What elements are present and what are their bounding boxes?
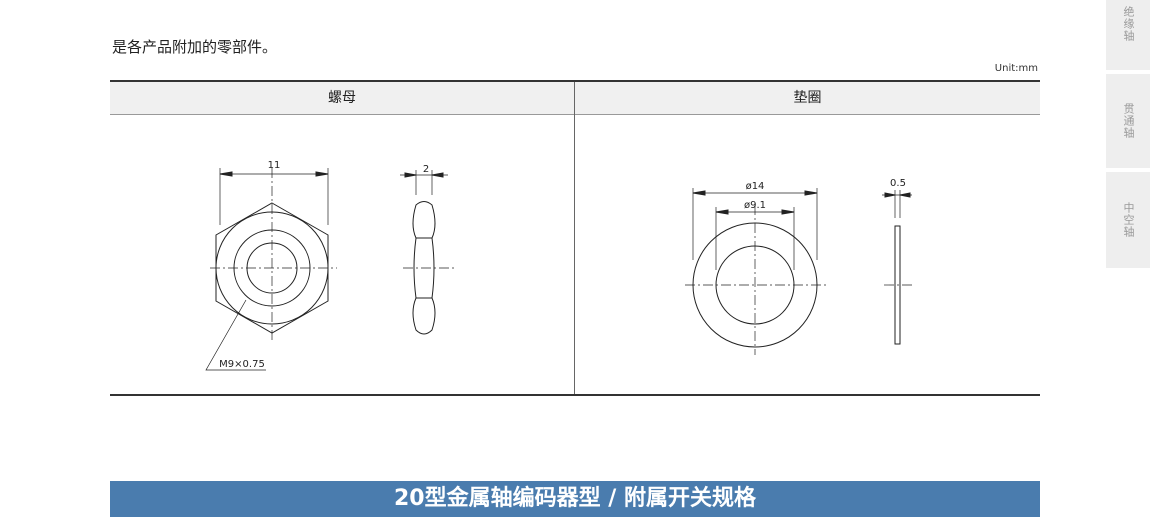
- nut-width-dim: 11: [268, 160, 281, 171]
- washer-inner-dim: ø9.1: [744, 200, 766, 211]
- washer-thickness-dim: 0.5: [890, 178, 906, 189]
- column-header-washer: 垫圈: [575, 82, 1040, 115]
- side-tab-hollow-shaft[interactable]: 中空轴: [1106, 172, 1150, 268]
- side-tab-label: 贯通轴: [1122, 103, 1135, 139]
- unit-label: Unit:mm: [994, 63, 1038, 74]
- side-tab-label: 中空轴: [1122, 202, 1135, 238]
- column-divider: [574, 82, 575, 394]
- nut-front-view: [205, 168, 337, 371]
- washer-outer-dim: ø14: [746, 181, 765, 192]
- washer-front-view: [685, 188, 826, 355]
- side-tab-insulated-shaft[interactable]: 绝缘轴: [1106, 0, 1150, 70]
- accessory-table: 螺母 垫圈: [110, 80, 1040, 396]
- intro-text: 是各产品附加的零部件。: [112, 38, 278, 56]
- nut-thickness-dim: 2: [423, 164, 429, 175]
- section-banner: 20型金属轴编码器型 / 附属开关规格: [110, 481, 1040, 517]
- column-header-nut: 螺母: [110, 82, 574, 115]
- side-tab-label: 绝缘轴: [1122, 6, 1135, 42]
- side-tab-through-shaft[interactable]: 贯通轴: [1106, 74, 1150, 168]
- nut-side-view: [400, 170, 456, 335]
- nut-thread-label: M9×0.75: [219, 359, 265, 370]
- washer-side-view: [882, 190, 912, 345]
